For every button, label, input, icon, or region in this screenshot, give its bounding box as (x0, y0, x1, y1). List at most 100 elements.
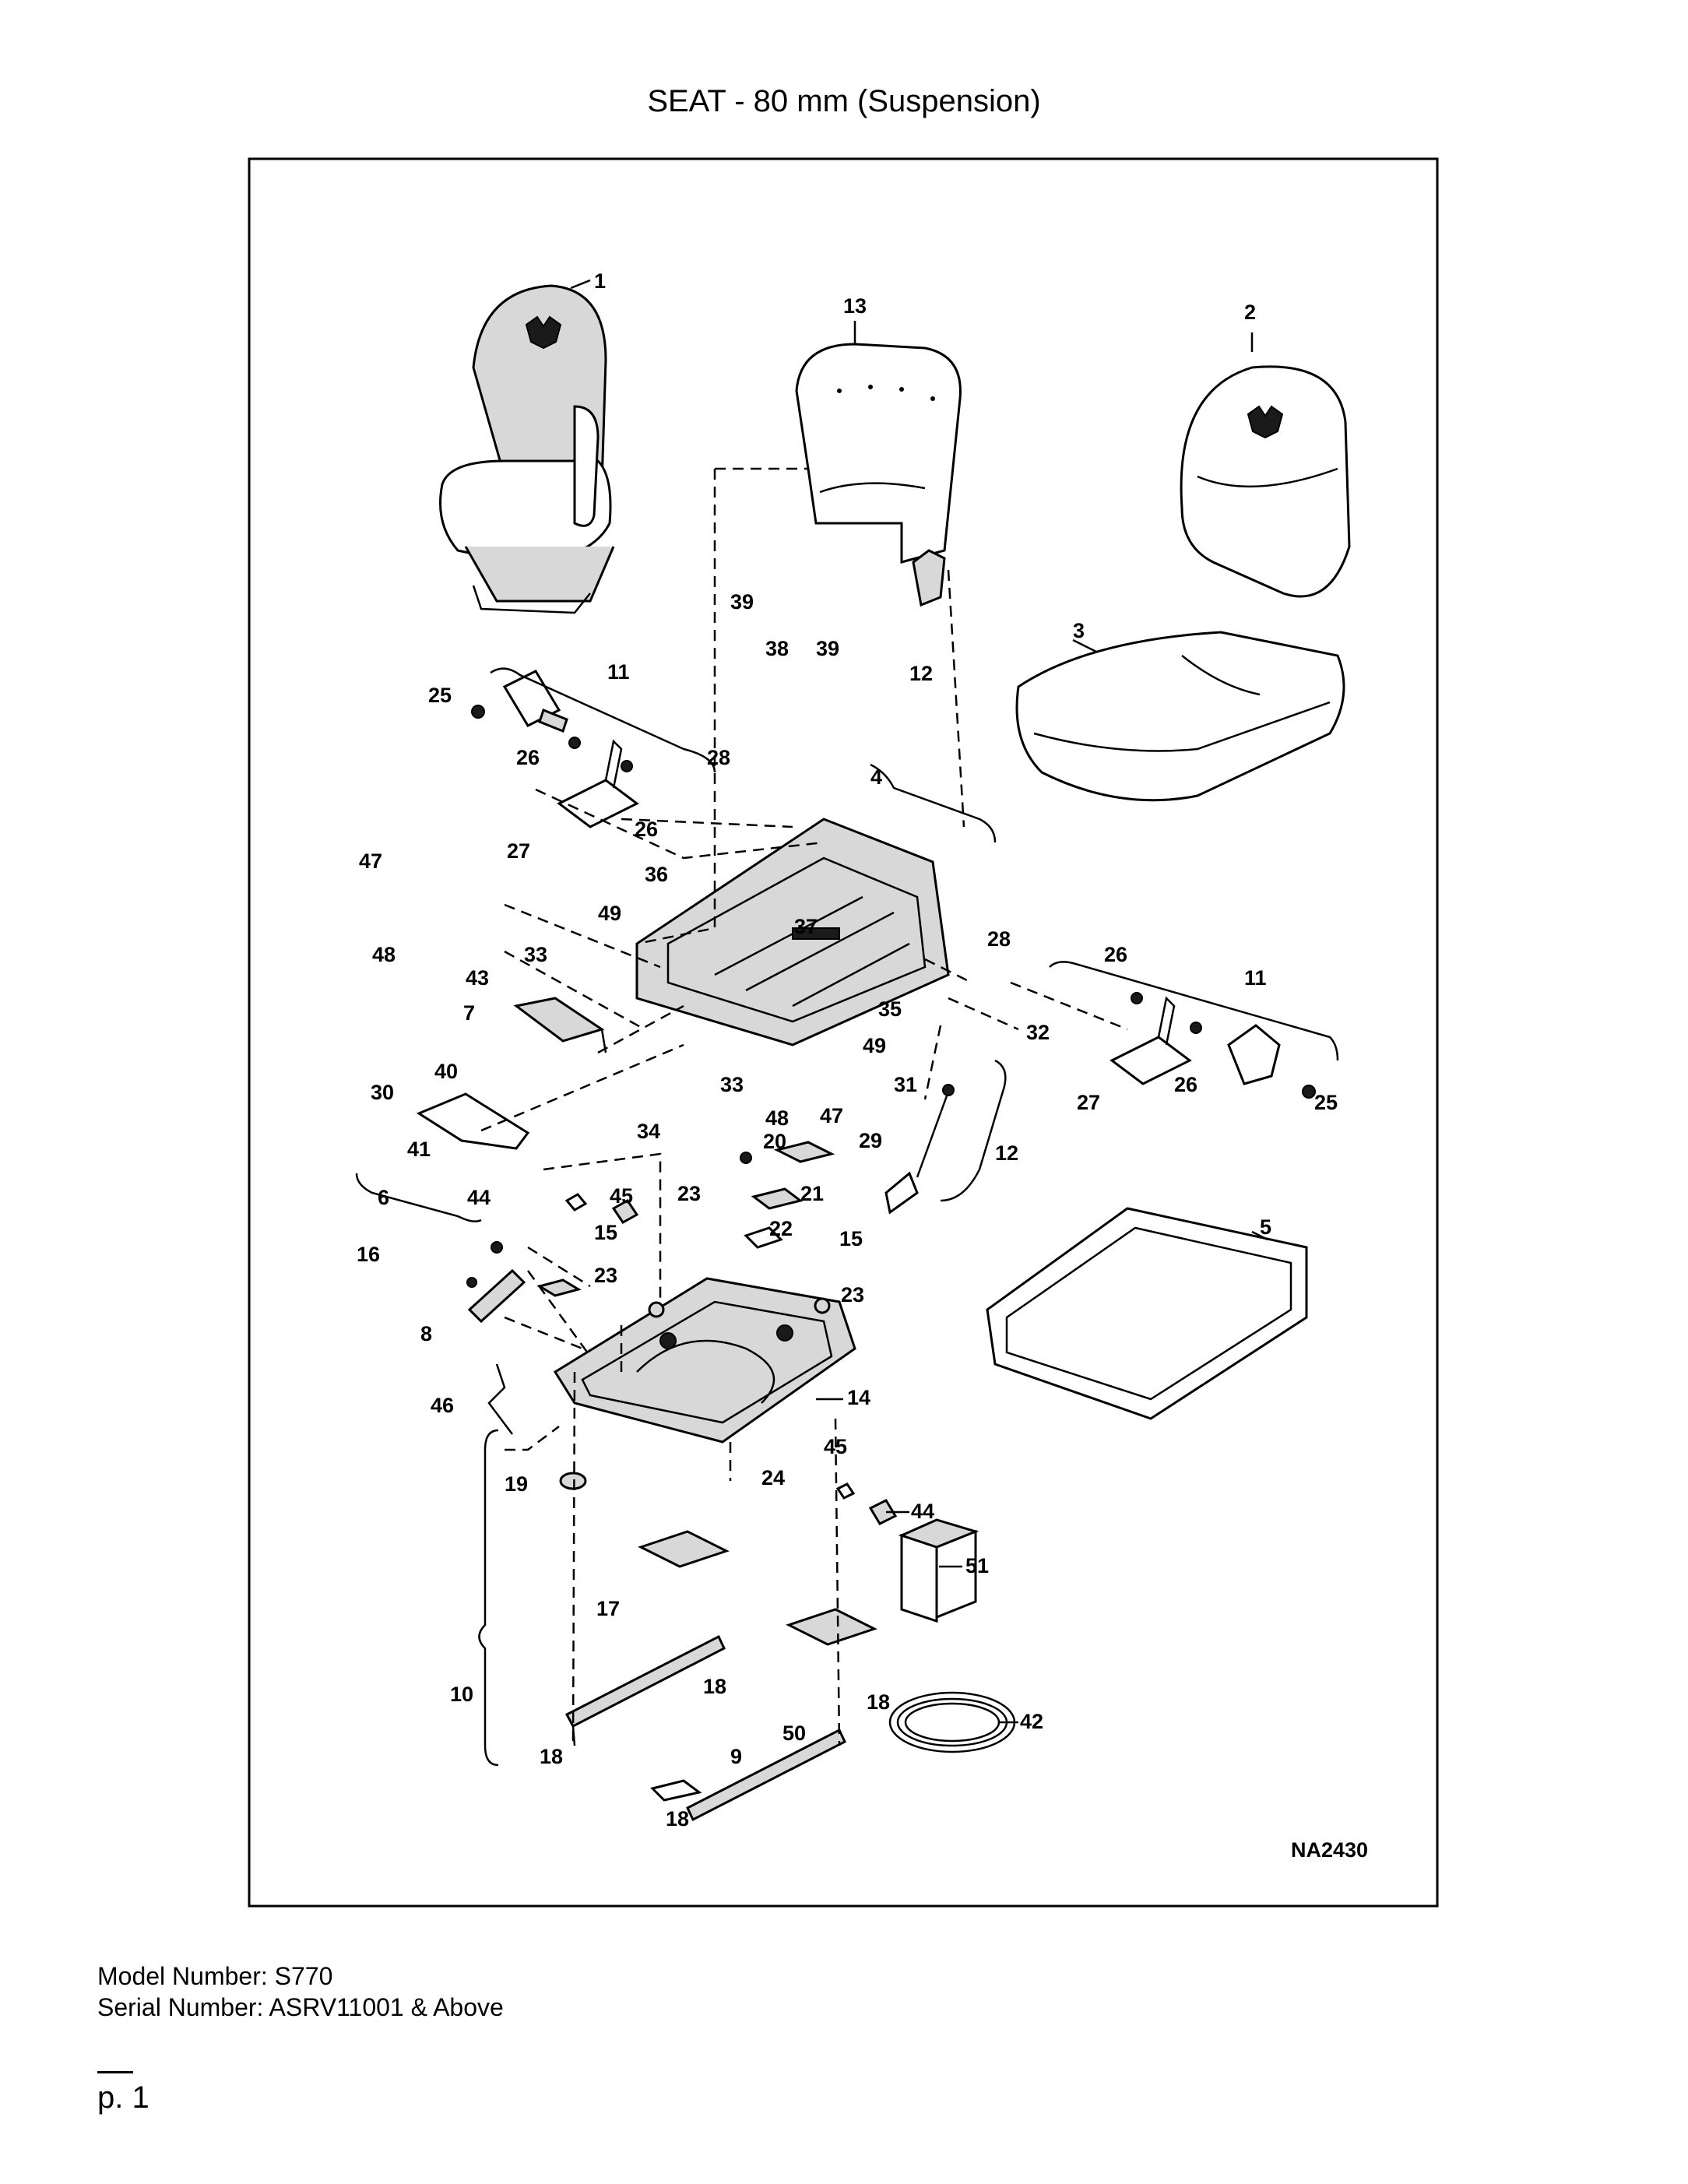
callout-12: 12 (909, 662, 933, 685)
callout-39: 39 (816, 637, 839, 660)
callout-19: 19 (505, 1472, 528, 1496)
callout-48: 48 (765, 1106, 789, 1130)
callout-49: 49 (598, 902, 621, 925)
callout-21: 21 (800, 1182, 824, 1205)
page-title: SEAT - 80 mm (Suspension) (647, 84, 1041, 118)
callout-44: 44 (911, 1500, 934, 1523)
slide-rail-9 (650, 1728, 846, 1822)
diagram-code: NA2430 (1291, 1838, 1368, 1862)
serial-number: Serial Number: ASRV11001 & Above (97, 1993, 504, 2021)
callout-49: 49 (863, 1034, 886, 1057)
seat-cushion (1015, 631, 1345, 802)
callout-50: 50 (782, 1722, 806, 1745)
parts-diagram: 1 13 2 39 38 39 3 11 12 25 26 28 4 26 27… (248, 157, 1439, 1908)
model-number: Model Number: S770 (97, 1962, 333, 1990)
manual-box-51 (898, 1518, 979, 1623)
callout-41: 41 (407, 1138, 431, 1161)
callout-35: 35 (878, 997, 902, 1021)
callout-15: 15 (594, 1221, 617, 1244)
callout-42: 42 (1020, 1710, 1043, 1733)
callout-8: 8 (420, 1322, 432, 1345)
callout-31: 31 (894, 1073, 917, 1096)
seat-belt-right (1110, 992, 1316, 1099)
callout-18: 18 (867, 1690, 890, 1714)
callout-26: 26 (516, 746, 540, 769)
callout-27: 27 (1077, 1091, 1100, 1114)
page-number: p. 1 (97, 2080, 149, 2115)
callout-24: 24 (761, 1466, 785, 1489)
callout-34: 34 (637, 1120, 660, 1143)
leader-lines (570, 279, 1268, 1724)
callout-26: 26 (635, 818, 658, 841)
callout-20: 20 (763, 1130, 786, 1153)
callout-13: 13 (843, 294, 867, 318)
callout-6: 6 (378, 1186, 389, 1209)
callout-2: 2 (1244, 301, 1256, 324)
callout-7: 7 (463, 1001, 475, 1025)
callout-14: 14 (847, 1386, 870, 1409)
callout-4: 4 (870, 765, 882, 789)
seat-back-cushion (1180, 365, 1351, 598)
callout-44: 44 (467, 1186, 491, 1209)
callout-47: 47 (359, 849, 382, 873)
shock-8 (466, 1241, 526, 1324)
small-parts-44-45 (564, 1193, 898, 1525)
lever-29-31 (884, 1084, 955, 1215)
callout-11: 11 (607, 660, 630, 684)
callout-40: 40 (434, 1060, 458, 1083)
callout-51: 51 (965, 1554, 989, 1577)
callout-39: 39 (730, 590, 754, 614)
cable-46 (487, 1363, 513, 1435)
callout-26: 26 (1104, 943, 1127, 966)
callout-18: 18 (703, 1675, 726, 1698)
plates (536, 1141, 877, 1646)
callout-3: 3 (1073, 619, 1085, 642)
callout-25: 25 (428, 684, 452, 707)
callout-23: 23 (677, 1182, 701, 1205)
callout-15: 15 (839, 1227, 863, 1250)
callout-45: 45 (824, 1435, 847, 1458)
callout-47: 47 (820, 1104, 843, 1127)
washer-19 (559, 1472, 587, 1490)
suspension-upper (635, 818, 950, 1046)
suspension-lower (553, 1277, 856, 1444)
callout-10: 10 (450, 1683, 473, 1706)
callout-17: 17 (596, 1597, 620, 1620)
small-parts-20-22 (648, 1152, 831, 1318)
callout-48: 48 (372, 943, 396, 966)
callout-29: 29 (859, 1129, 882, 1152)
callout-33: 33 (524, 943, 547, 966)
callout-12: 12 (995, 1141, 1018, 1165)
callout-36: 36 (645, 863, 668, 886)
callout-18: 18 (666, 1807, 689, 1831)
callout-28: 28 (707, 746, 730, 769)
callout-9: 9 (730, 1745, 742, 1768)
callout-30: 30 (371, 1081, 394, 1104)
callout-11: 11 (1244, 966, 1267, 990)
callout-5: 5 (1260, 1215, 1271, 1239)
callout-33: 33 (720, 1073, 744, 1096)
page-rule (97, 2071, 133, 2073)
complete-seat (439, 284, 615, 614)
seat-pan (986, 1207, 1308, 1420)
group-brackets (355, 667, 1339, 1767)
callout-38: 38 (765, 637, 789, 660)
handle-30 (416, 1092, 530, 1150)
callout-22: 22 (769, 1217, 793, 1240)
callout-labels: 1 13 2 39 38 39 3 11 12 25 26 28 4 26 27… (357, 269, 1368, 1862)
callout-32: 32 (1026, 1021, 1050, 1044)
callout-16: 16 (357, 1243, 380, 1266)
callout-23: 23 (841, 1283, 864, 1307)
callout-46: 46 (431, 1394, 454, 1417)
callout-45: 45 (610, 1184, 633, 1208)
assembly-lines (480, 467, 1128, 1746)
callout-27: 27 (507, 839, 530, 863)
seat-belt-left (471, 670, 639, 828)
callout-43: 43 (466, 966, 489, 990)
callout-1: 1 (594, 269, 606, 293)
callout-26: 26 (1174, 1073, 1197, 1096)
callout-18: 18 (540, 1745, 563, 1768)
seat-back-frame (795, 343, 962, 607)
callout-37: 37 (794, 915, 818, 938)
callout-28: 28 (987, 927, 1011, 951)
